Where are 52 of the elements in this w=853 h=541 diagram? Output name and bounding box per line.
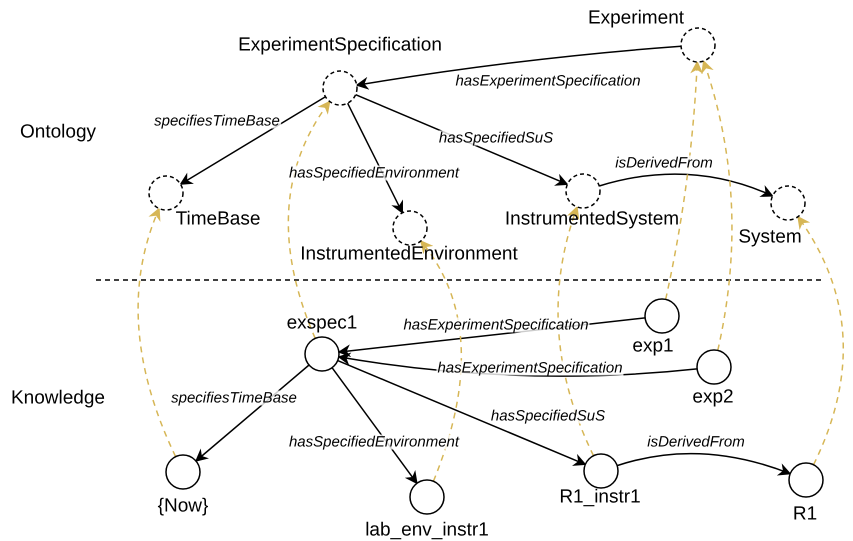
edge-label: isDerivedFrom [614,156,714,170]
dashed-arrow [557,206,594,456]
node-label: ExperimentSpecification [238,36,442,54]
dashed-arrow [797,216,844,466]
circle [644,298,680,334]
layer-label: Ontology [20,122,96,142]
circle [788,462,824,498]
edge-label: hasSpecifiedEnvironment [288,166,460,180]
layer-label: Knowledge [10,388,106,408]
arrow [331,367,418,484]
circle [696,349,732,385]
node-label: InstrumentedEnvironment [300,244,518,264]
dashed-arrow [420,240,462,482]
dashed-arrow [664,60,704,300]
node-label: System [738,228,802,246]
edge-label: hasExperimentSpecification [436,360,624,376]
edge-label: hasSpecifiedSuS [490,408,606,424]
dashed-circle [392,210,428,246]
dashed-arrow [701,60,733,351]
dashed-circle [565,173,601,209]
dashed-circle [148,175,184,211]
edge-label: specifiesTimeBase [170,390,298,406]
dashed-arrow [137,207,176,457]
node-label: {Now} [158,496,208,516]
dashed-circle [770,185,806,221]
node-label: exp2 [692,388,734,406]
edge-label: hasExperimentSpecification [402,318,590,332]
node-label: R1 [792,504,818,524]
dashed-circle [680,27,716,63]
edge-label: specifiesTimeBase [153,114,281,128]
node-label: R1_instr1 [559,488,641,506]
node-label: exspec1 [286,314,358,332]
arrow [179,96,326,185]
circle [165,454,201,490]
dashed-arrow [288,100,330,339]
node-label: InstrumentedSystem [504,210,680,228]
edge-label: hasSpecifiedSuS [438,130,554,146]
node-label: lab_env_instr1 [365,520,489,540]
circle [304,336,340,372]
node-label: Experiment [588,8,684,28]
circle [583,453,619,489]
arrow [599,173,774,198]
node-label: exp1 [632,336,674,356]
edge-label: hasSpecifiedEnvironment [288,434,460,450]
dashed-circle [322,70,358,106]
arrow [337,360,587,466]
arrow [355,46,682,90]
edge-label: hasExperimentSpecification [454,74,642,88]
arrow [616,452,792,476]
edge-label: isDerivedFrom [646,434,746,450]
circle [409,479,445,515]
node-label: TimeBase [176,210,260,228]
